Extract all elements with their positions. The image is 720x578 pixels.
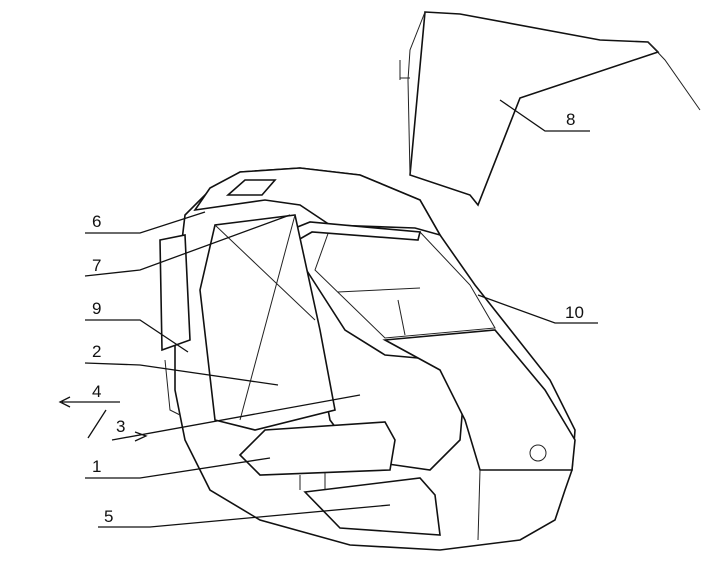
callout-6: 6 [85, 211, 206, 234]
callout-label: 2 [92, 342, 101, 361]
callout-label: 9 [92, 299, 101, 318]
callout-2: 2 [84, 342, 279, 386]
callout-3: 3 [111, 394, 361, 442]
callout-label: 3 [116, 417, 125, 436]
callout-4: 4 [58, 382, 120, 439]
callout-1: 1 [85, 457, 271, 479]
callout-label: 5 [104, 507, 113, 526]
callout-10: 10 [477, 294, 598, 324]
callout-label: 1 [92, 457, 101, 476]
arrow-left-icon [58, 396, 120, 408]
roof-canopy-part [399, 11, 701, 207]
callout-label: 8 [566, 110, 575, 129]
cabin-body [159, 167, 576, 551]
callout-5: 5 [98, 504, 391, 528]
callout-label: 4 [92, 382, 101, 401]
callout-9: 9 [85, 299, 189, 353]
callout-7: 7 [84, 214, 291, 277]
callout-label: 6 [92, 212, 101, 231]
callout-label: 7 [92, 256, 101, 275]
callout-8: 8 [499, 99, 590, 132]
arrow-right-icon [111, 394, 361, 442]
callout-label: 10 [565, 303, 584, 322]
